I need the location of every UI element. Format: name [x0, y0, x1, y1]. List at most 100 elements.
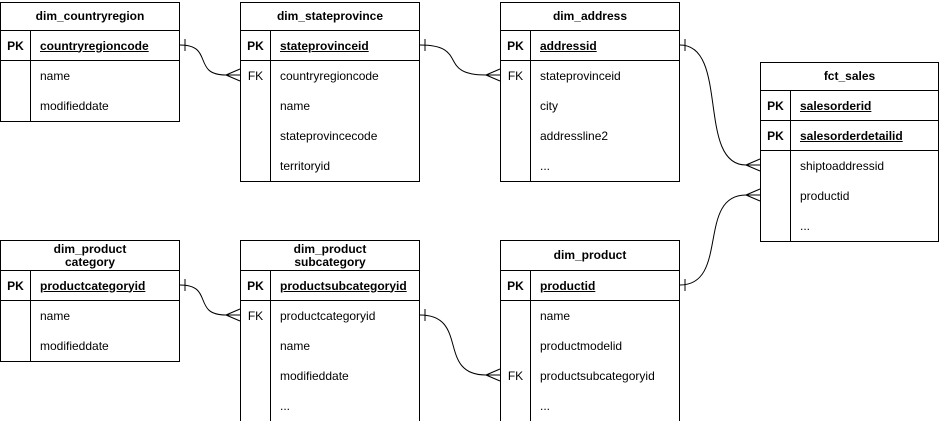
field-name: countryregioncode — [280, 69, 379, 83]
table-title: dim_stateprovince — [241, 3, 419, 31]
relationship-line — [179, 284, 227, 316]
field-name: productid — [800, 189, 850, 203]
field-name: modifieddate — [40, 339, 109, 353]
relationship-line — [679, 194, 747, 286]
table-title-line: dim_product — [53, 241, 127, 256]
pk-label: PK — [761, 91, 791, 120]
table-title: dim_product — [501, 241, 679, 271]
primary-key-row: PK productcategoryid — [1, 271, 179, 301]
field-name: city — [540, 99, 558, 113]
pk-label: PK — [501, 271, 531, 300]
empty-key-cell — [241, 121, 270, 151]
table-title-line: fct_sales — [823, 69, 876, 83]
empty-key-cell — [761, 181, 790, 211]
empty-key-cell — [1, 331, 30, 361]
key-column — [1, 61, 31, 121]
table-title-line: dim_address — [552, 9, 628, 23]
field-name: productsubcategoryid — [540, 369, 655, 383]
relationship-dim_productcategory-to-dim_productsubcategory[interactable] — [179, 279, 241, 322]
relationship-line — [419, 44, 487, 76]
relationship-line — [179, 44, 227, 76]
field-name: addressline2 — [540, 129, 609, 143]
pk-field-name: salesorderdetailid — [800, 128, 903, 143]
relationship-dim_stateprovince-to-dim_address[interactable] — [419, 39, 501, 82]
table-title-line: dim_countryregion — [35, 9, 145, 23]
pk-field-name: productcategoryid — [40, 278, 146, 293]
key-column: FK — [241, 61, 271, 181]
empty-key-cell — [241, 151, 270, 181]
table-title-line: category — [64, 254, 116, 269]
key-column — [761, 151, 791, 241]
cardinality-many-crowfoot — [745, 158, 761, 172]
empty-key-cell — [501, 121, 530, 151]
field-name: modifieddate — [40, 99, 109, 113]
field-name: shiptoaddressid — [800, 159, 885, 173]
relationship-line — [419, 314, 487, 376]
pk-label: PK — [241, 31, 271, 60]
pk-label: PK — [241, 271, 271, 300]
empty-key-cell — [1, 301, 30, 331]
pk-field-name: countryregioncode — [40, 38, 149, 53]
empty-key-cell — [241, 361, 270, 391]
pk-field-name: salesorderid — [800, 98, 872, 113]
primary-key-row: PK addressid — [501, 31, 679, 61]
field-name: productcategoryid — [280, 309, 376, 323]
pk-field-name: addressid — [540, 38, 597, 53]
empty-key-cell — [501, 301, 530, 331]
empty-key-cell — [241, 331, 270, 361]
relationship-line — [679, 44, 747, 166]
fk-label: FK — [247, 309, 264, 323]
pk-field-name: productsubcategoryid — [280, 278, 407, 293]
pk-label: PK — [501, 31, 531, 60]
field-name: territoryid — [280, 159, 331, 173]
relationship-dim_productsubcategory-to-dim_product[interactable] — [419, 309, 501, 382]
table-title: dim_countryregion — [1, 3, 179, 31]
relationship-dim_address-to-fct_sales[interactable] — [679, 39, 761, 172]
field-name: stateprovincecode — [280, 129, 378, 143]
cardinality-many-crowfoot — [485, 368, 501, 382]
cardinality-many-crowfoot — [485, 68, 501, 82]
relationship-dim_product-to-fct_sales[interactable] — [679, 188, 761, 291]
field-name: name — [280, 339, 311, 353]
key-column — [1, 301, 31, 361]
primary-key-row: PK salesorderid — [761, 91, 938, 121]
table-title-line: dim_stateprovince — [276, 9, 384, 23]
field-name: name — [40, 309, 71, 323]
empty-key-cell — [761, 211, 790, 241]
empty-key-cell — [761, 151, 790, 181]
fk-label: FK — [507, 69, 524, 83]
relationship-dim_countryregion-to-dim_stateprovince[interactable] — [179, 39, 241, 82]
cardinality-many-crowfoot — [745, 188, 761, 202]
table-title: fct_sales — [761, 63, 938, 91]
pk-label: PK — [1, 271, 31, 300]
pk-field-name: stateprovinceid — [280, 38, 369, 53]
fk-label: FK — [247, 69, 264, 83]
empty-key-cell — [501, 391, 530, 421]
field-name: stateprovinceid — [540, 69, 621, 83]
table-title-line: subcategory — [294, 254, 366, 269]
table-title-line: dim_product — [293, 241, 367, 256]
key-column: FK — [241, 301, 271, 421]
